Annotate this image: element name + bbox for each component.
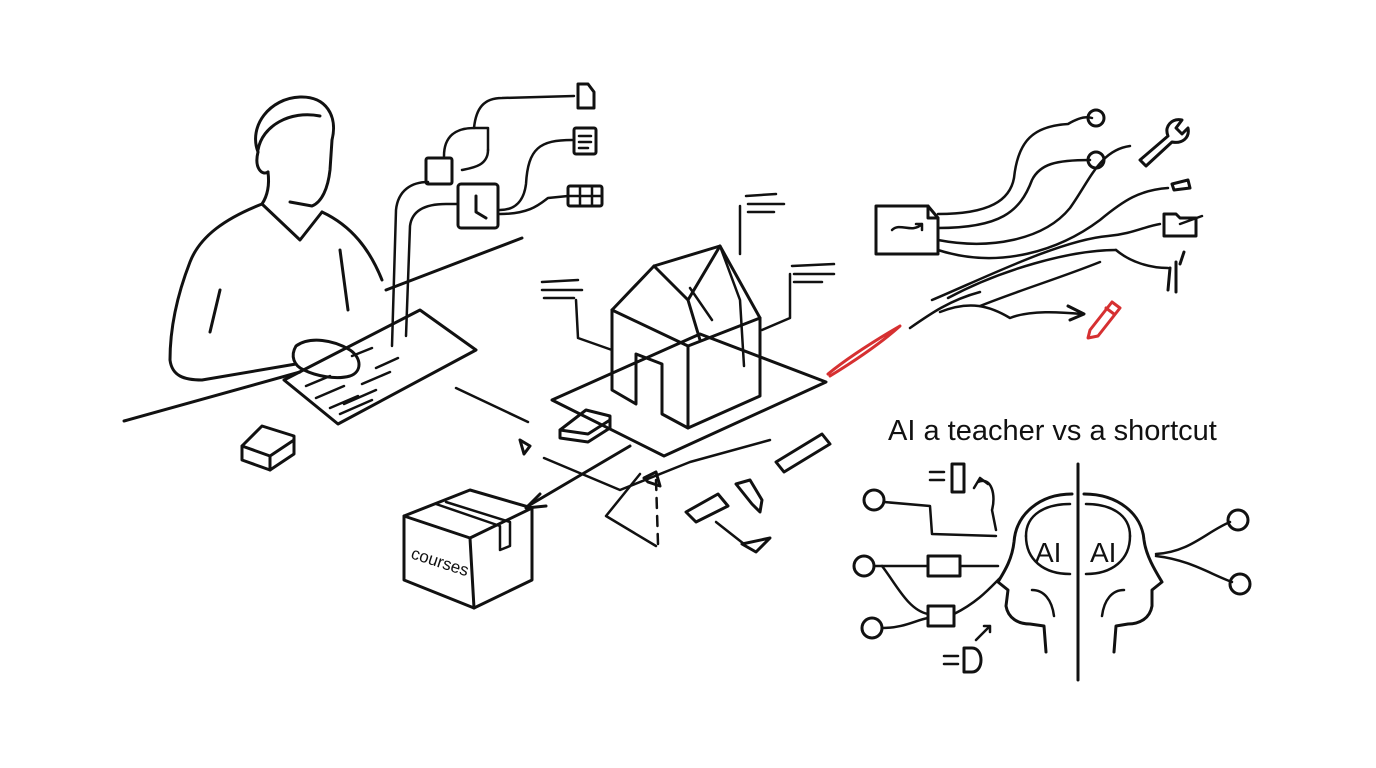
note-icon	[572, 126, 598, 156]
brain-right-label: AI	[1090, 537, 1116, 568]
calendar-icon	[566, 184, 604, 208]
cardboard-box: courses	[402, 488, 534, 610]
heading: AI a teacher vs a shortcut	[888, 415, 1217, 447]
split-head-icon: AI AI	[852, 462, 1252, 682]
brain-left-label: AI	[1035, 537, 1061, 568]
wrench-icon	[1138, 118, 1190, 168]
clock-icon	[456, 182, 500, 230]
person-at-keyboard	[122, 82, 604, 426]
pencil-icon	[1086, 300, 1122, 340]
keycap-icon	[240, 424, 296, 472]
box-label: courses	[409, 544, 471, 580]
red-stroke	[826, 324, 902, 378]
document-icon	[576, 82, 596, 110]
house-model	[454, 192, 836, 554]
tool-connections	[874, 108, 1204, 330]
folder-icon	[1162, 212, 1204, 238]
